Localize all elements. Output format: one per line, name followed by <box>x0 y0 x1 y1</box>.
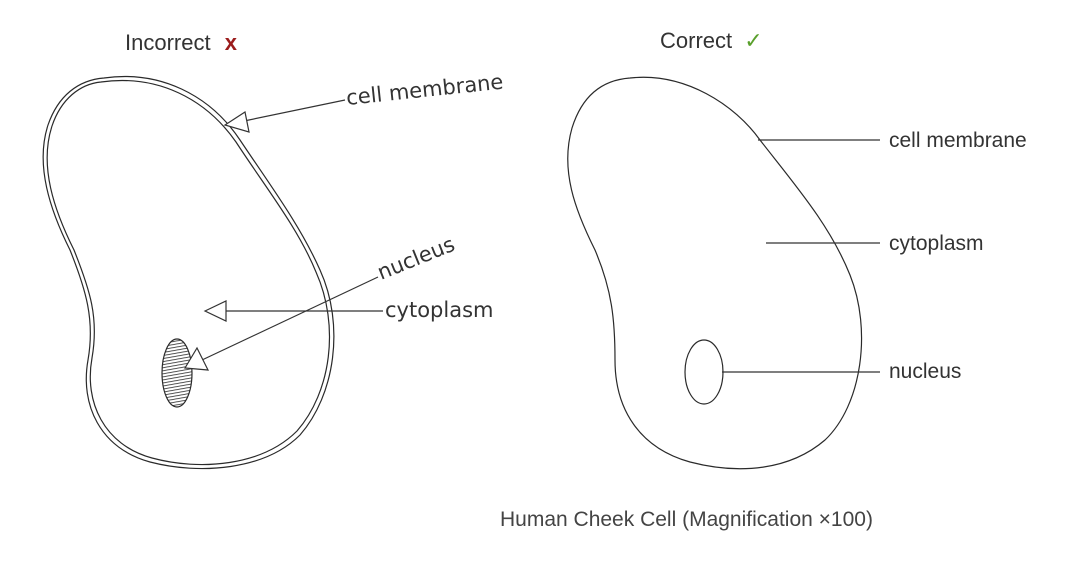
membrane-arrowhead-icon <box>223 111 250 133</box>
incorrect-panel: Incorrect x cell membrane nucleus cytopl… <box>42 30 504 470</box>
membrane-arrow-line <box>243 99 346 122</box>
incorrect-label-cell-membrane: cell membrane <box>345 70 504 110</box>
incorrect-cell-outline-sketch <box>46 79 331 466</box>
correct-panel: Correct ✓ cell membrane cytoplasm nucleu… <box>567 28 1027 470</box>
nucleus-arrowhead-icon <box>183 346 210 371</box>
nucleus-arrow-line <box>201 276 379 361</box>
incorrect-label-nucleus: nucleus <box>374 232 458 285</box>
correct-nucleus-shape <box>684 339 724 405</box>
correct-title-label: Correct <box>660 28 732 53</box>
incorrect-label-cytoplasm: cytoplasm <box>385 298 494 322</box>
incorrect-title-label: Incorrect <box>125 30 211 55</box>
incorrect-cell-outline <box>42 76 335 470</box>
incorrect-nucleus-shape <box>161 338 193 408</box>
correct-label-nucleus: nucleus <box>889 360 961 383</box>
correct-label-cell-membrane: cell membrane <box>889 129 1027 152</box>
correct-label-cytoplasm: cytoplasm <box>889 232 984 255</box>
incorrect-title: Incorrect x <box>125 30 238 55</box>
cytoplasm-arrowhead-icon <box>203 300 227 322</box>
cross-icon: x <box>225 30 238 55</box>
correct-title: Correct ✓ <box>660 28 763 53</box>
correct-cell-outline <box>567 76 863 470</box>
diagram-caption: Human Cheek Cell (Magnification ×100) <box>500 508 873 531</box>
check-icon: ✓ <box>744 28 762 53</box>
